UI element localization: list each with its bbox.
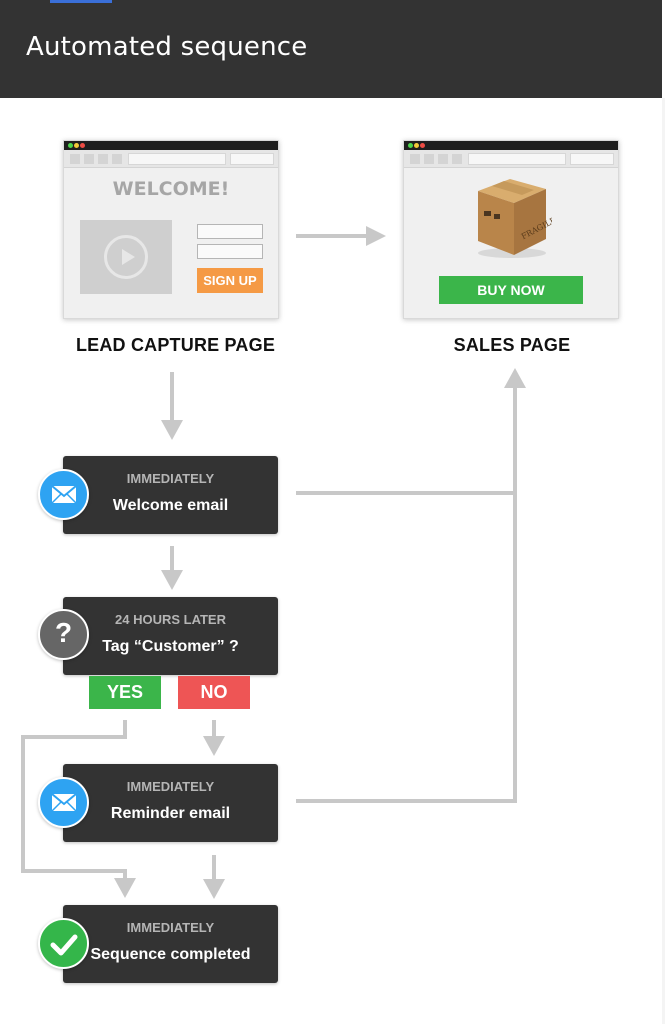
line-reminder-to-sales xyxy=(296,493,517,803)
arrowhead-complete-no xyxy=(203,879,225,899)
arrowhead-sales-up xyxy=(504,368,526,388)
browser-titlebar xyxy=(404,141,618,150)
header-bar: Automated sequence xyxy=(0,0,662,98)
url-bar xyxy=(128,153,226,165)
step-timing: 24 HOURS LATER xyxy=(115,612,226,627)
sales-page-caption: SALES PAGE xyxy=(453,335,571,355)
browser-titlebar xyxy=(64,141,278,150)
step-timing: IMMEDIATELY xyxy=(126,920,215,935)
window-dot-icon xyxy=(420,143,425,148)
toolbar-button-icon xyxy=(84,154,94,164)
page-title: Automated sequence xyxy=(26,32,308,62)
step-title: Reminder email xyxy=(110,805,231,822)
cardboard-box-icon: FRAGILE xyxy=(472,173,558,259)
check-icon xyxy=(38,918,89,969)
browser-toolbar xyxy=(404,150,618,168)
toolbar-button-icon xyxy=(98,154,108,164)
window-dot-icon xyxy=(80,143,85,148)
question-mark: ? xyxy=(54,617,73,648)
window-dot-icon xyxy=(408,143,413,148)
step-welcome-email: IMMEDIATELY Welcome email xyxy=(63,456,278,534)
toolbar-button-icon xyxy=(410,154,420,164)
toolbar-button-icon xyxy=(452,154,462,164)
step-title: Tag “Customer” ? xyxy=(102,638,239,655)
line-welcome-to-sales xyxy=(296,385,517,495)
arrowhead-sales xyxy=(366,226,386,246)
arrowhead-reminder xyxy=(203,736,225,756)
lead-capture-page-mockup: WELCOME! SIGN UP xyxy=(63,140,279,319)
toolbar-button-icon xyxy=(438,154,448,164)
video-placeholder xyxy=(80,220,172,294)
window-dot-icon xyxy=(74,143,79,148)
toolbar-button-icon xyxy=(70,154,80,164)
step-title: Sequence completed xyxy=(90,946,251,963)
buy-now-button: BUY NOW xyxy=(439,276,583,304)
envelope-icon xyxy=(38,469,89,520)
right-edge-strip xyxy=(662,98,665,1024)
search-bar xyxy=(570,153,614,165)
signup-button: SIGN UP xyxy=(197,268,263,293)
play-icon xyxy=(104,235,148,279)
search-bar xyxy=(230,153,274,165)
step-timing: IMMEDIATELY xyxy=(126,471,215,486)
arrowhead-welcome xyxy=(161,420,183,440)
window-dot-icon xyxy=(68,143,73,148)
name-field xyxy=(197,224,263,239)
window-dot-icon xyxy=(414,143,419,148)
email-field xyxy=(197,244,263,259)
yes-branch-label: YES xyxy=(89,676,161,709)
arrow-yes-to-complete xyxy=(21,720,127,880)
toolbar-button-icon xyxy=(424,154,434,164)
no-branch-label: NO xyxy=(178,676,250,709)
step-title: Welcome email xyxy=(112,497,229,514)
arrowhead-question xyxy=(161,570,183,590)
step-tag-question: 24 HOURS LATER Tag “Customer” ? xyxy=(63,597,278,675)
url-bar xyxy=(468,153,566,165)
envelope-icon xyxy=(38,777,89,828)
welcome-heading: WELCOME! xyxy=(112,178,230,200)
sales-page-mockup: FRAGILE BUY NOW xyxy=(403,140,619,319)
browser-toolbar xyxy=(64,150,278,168)
lead-capture-caption: LEAD CAPTURE PAGE xyxy=(75,335,276,355)
arrowhead-complete-yes xyxy=(114,878,136,898)
toolbar-button-icon xyxy=(112,154,122,164)
top-accent-line xyxy=(50,0,112,3)
step-timing: IMMEDIATELY xyxy=(126,779,215,794)
step-reminder-email: IMMEDIATELY Reminder email xyxy=(63,764,278,842)
step-sequence-completed: IMMEDIATELY Sequence completed xyxy=(63,905,278,983)
question-icon: ? xyxy=(38,609,89,660)
